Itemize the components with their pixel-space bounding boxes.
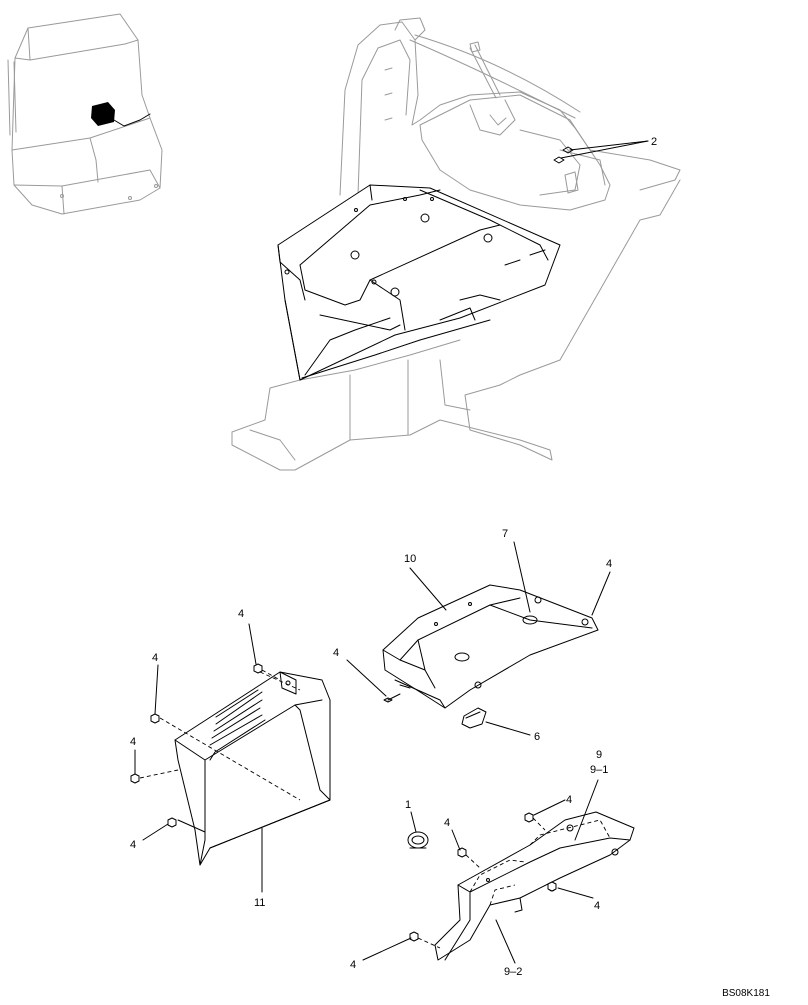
- callout-9: 9: [596, 749, 602, 761]
- part-9-bracket: [407, 811, 635, 961]
- callout-6: 6: [534, 731, 540, 743]
- location-inset: [7, 13, 163, 215]
- callout-4: 4: [594, 900, 600, 912]
- callout-9-2: 9–2: [504, 966, 522, 978]
- part-10-cover: [382, 584, 599, 729]
- callout-10: 10: [404, 553, 416, 565]
- callout-9-1: 9–1: [590, 764, 608, 776]
- callout-4: 4: [350, 959, 356, 971]
- callout-2: 2: [651, 136, 657, 148]
- part-11-side-cover: [139, 671, 331, 866]
- callout-4: 4: [130, 736, 136, 748]
- callout-4: 4: [606, 558, 612, 570]
- callout-4: 4: [566, 794, 572, 806]
- callout-4: 4: [238, 608, 244, 620]
- callout-1: 1: [405, 799, 411, 811]
- callout-4: 4: [130, 839, 136, 851]
- seat-assembly: [231, 17, 681, 471]
- drawing-code: BS08K181: [722, 988, 770, 999]
- callout-4: 4: [152, 652, 158, 664]
- callout-7: 7: [502, 528, 508, 540]
- callout-4: 4: [333, 647, 339, 659]
- leader-lines: [134, 541, 611, 964]
- callout-4: 4: [444, 817, 450, 829]
- callout-11: 11: [254, 897, 265, 909]
- callout-labels: 2 10 7 4 4 6 4 4 4 4 11 9 9–1 4 1 4 4 4 …: [130, 136, 770, 999]
